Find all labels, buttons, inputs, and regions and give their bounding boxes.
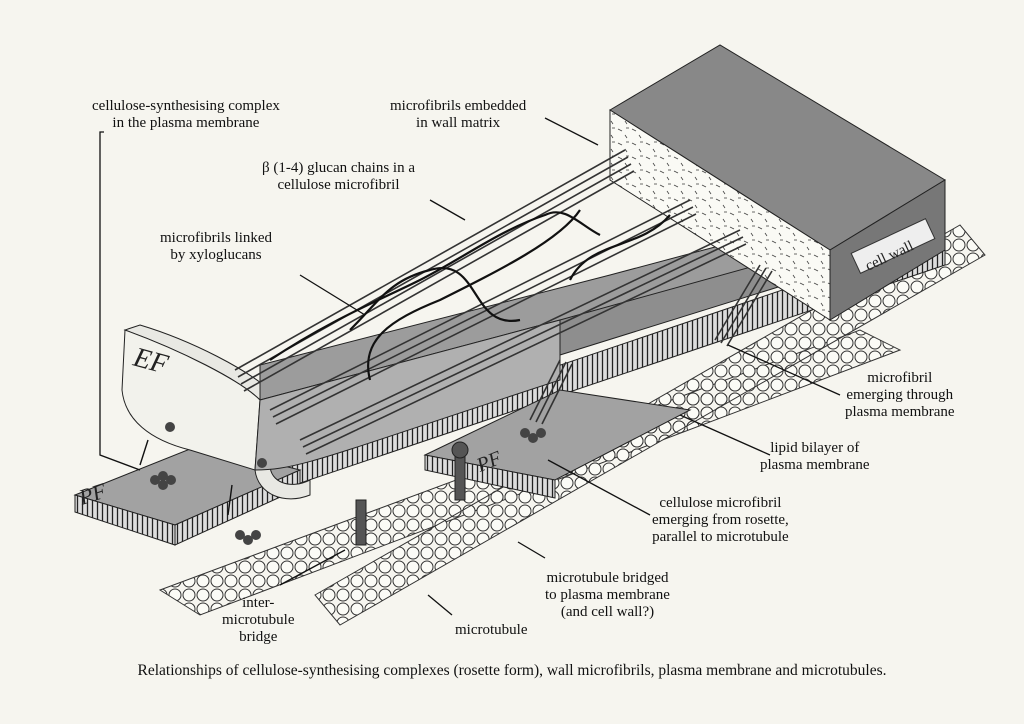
movement-arrows	[139, 439, 233, 516]
rosettes	[150, 422, 546, 545]
leader-lines	[99, 117, 841, 616]
microtubule-bridges	[355, 441, 469, 546]
xyloglucan-links	[269, 209, 671, 381]
label-microtubule: microtubule	[455, 622, 528, 638]
figure-caption: Relationships of cellulose-synthesising …	[137, 662, 887, 679]
